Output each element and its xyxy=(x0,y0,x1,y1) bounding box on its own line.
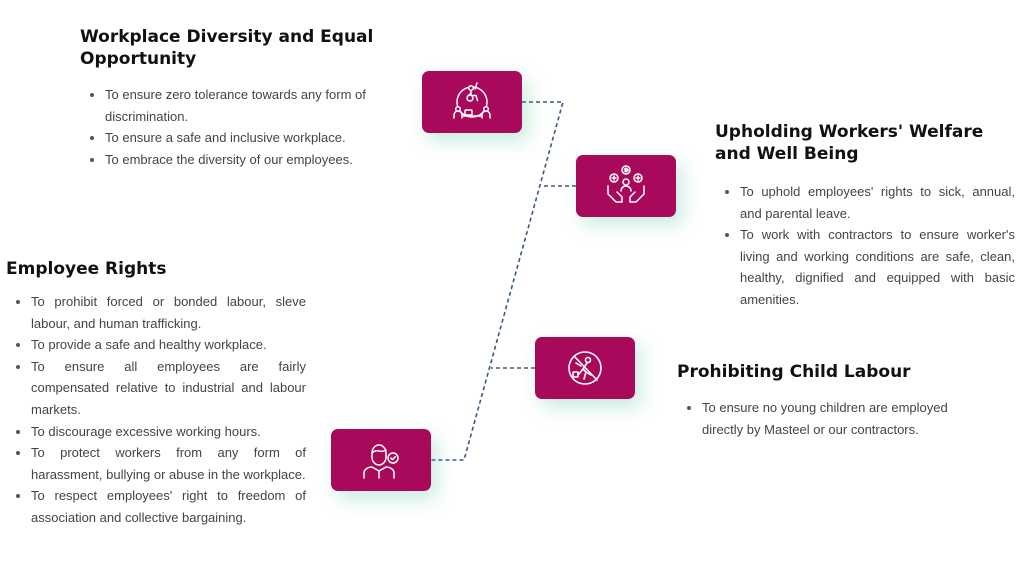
section-title-diversity: Workplace Diversity and Equal Opportunit… xyxy=(80,27,374,69)
list-item: To ensure all employees are fairly compe… xyxy=(16,356,306,421)
list-item: To provide a safe and healthy workplace. xyxy=(16,334,306,356)
list-item: To protect workers from any form of hara… xyxy=(16,442,306,485)
section-title-welfare: Upholding Workers' Welfare and Well Bein… xyxy=(715,122,984,164)
section-child-labour: Prohibiting Child Labour To ensure no yo… xyxy=(677,361,977,440)
list-welfare: To uphold employees' rights to sick, ann… xyxy=(715,181,1015,311)
connector-diversity xyxy=(431,101,565,461)
list-item: To work with contractors to ensure worke… xyxy=(725,224,1015,310)
section-title-employee-rights: Employee Rights xyxy=(6,259,167,279)
list-item: To embrace the diversity of our employee… xyxy=(90,149,380,171)
section-diversity: Workplace Diversity and Equal Opportunit… xyxy=(80,26,380,170)
welfare-icon-box xyxy=(576,155,676,217)
no-child-labour-icon xyxy=(568,351,602,385)
diversity-people-icon xyxy=(453,82,491,119)
diversity-icon-box xyxy=(422,71,522,133)
list-item: To ensure a safe and inclusive workplace… xyxy=(90,127,380,149)
child-labour-icon-box xyxy=(535,337,635,399)
list-item: To ensure no young children are employed… xyxy=(687,397,977,440)
list-item: To respect employees' right to freedom o… xyxy=(16,485,306,528)
list-diversity: To ensure zero tolerance towards any for… xyxy=(80,84,380,170)
section-employee-rights: Employee Rights To prohibit forced or bo… xyxy=(6,258,306,529)
employee-rights-icon-box xyxy=(331,429,431,491)
employee-check-icon xyxy=(363,444,399,479)
list-item: To uphold employees' rights to sick, ann… xyxy=(725,181,1015,224)
list-item: To discourage excessive working hours. xyxy=(16,421,306,443)
welfare-hands-icon xyxy=(607,165,645,203)
list-child-labour: To ensure no young children are employed… xyxy=(677,397,977,440)
section-title-child-labour: Prohibiting Child Labour xyxy=(677,362,911,382)
list-employee-rights: To prohibit forced or bonded labour, sle… xyxy=(6,291,306,529)
list-item: To ensure zero tolerance towards any for… xyxy=(90,84,380,127)
list-item: To prohibit forced or bonded labour, sle… xyxy=(16,291,306,334)
section-welfare: Upholding Workers' Welfare and Well Bein… xyxy=(715,121,1015,311)
